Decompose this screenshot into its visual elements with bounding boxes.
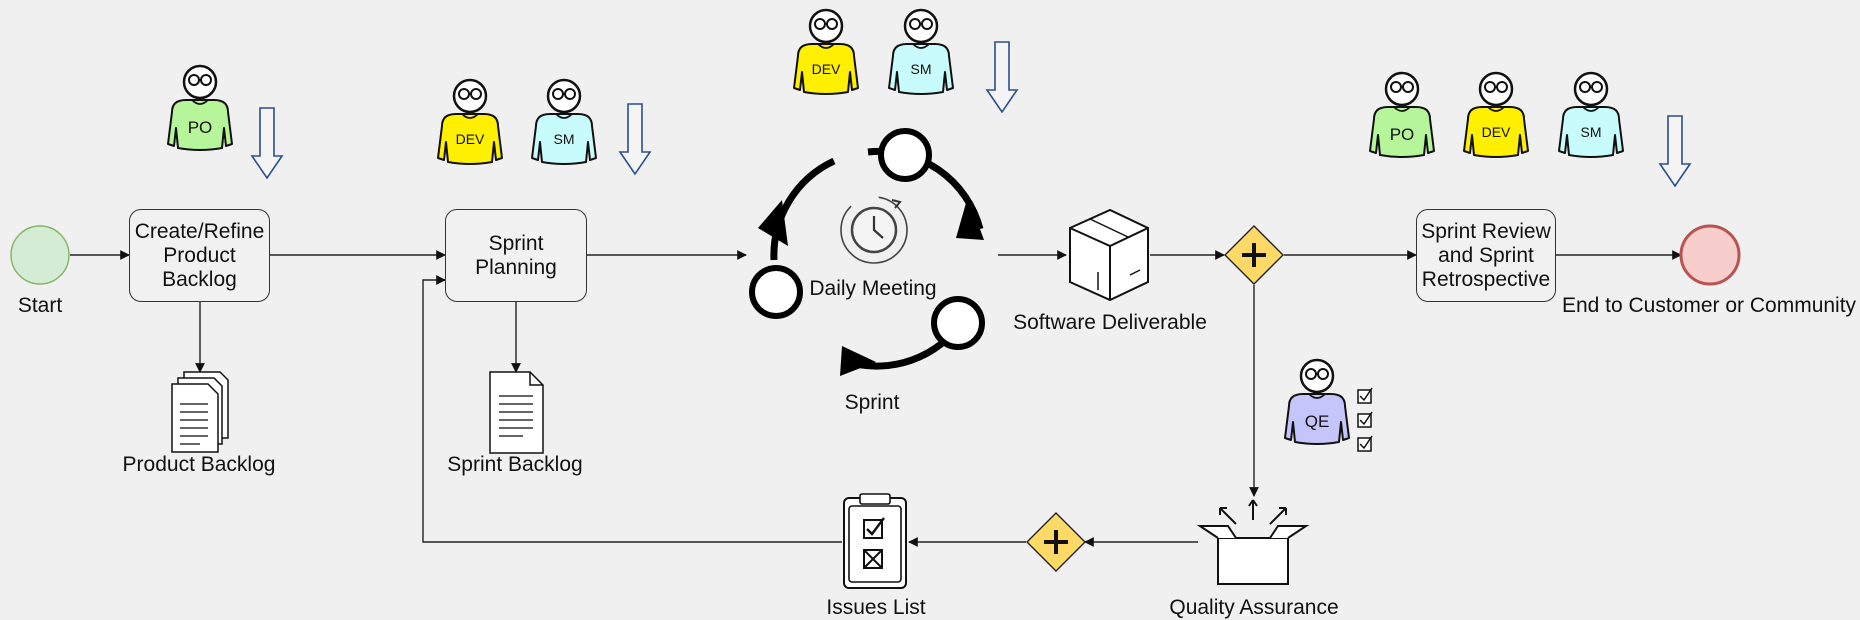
role-figure-sm: SM (1558, 71, 1624, 158)
issues-list-icon (843, 493, 907, 589)
task-label-line-1: Sprint Review (1421, 219, 1551, 243)
task-create-refine-product-backlog[interactable]: Create/Refine Product Backlog (129, 209, 270, 302)
role-figure-po: PO (167, 64, 233, 151)
task-sprint-review-retrospective[interactable]: Sprint Review and Sprint Retrospective (1416, 209, 1556, 302)
task-label-line-3: Retrospective (1421, 267, 1551, 291)
quality-assurance-icon (1196, 499, 1310, 585)
software-deliverable-icon (1069, 208, 1149, 302)
sprint-backlog-label: Sprint Backlog (447, 453, 583, 476)
sprint-label: Sprint (844, 391, 900, 414)
task-label-line-2: Planning (475, 255, 557, 279)
role-figure-po: PO (1369, 71, 1435, 158)
daily-meeting-label: Daily Meeting (809, 277, 937, 300)
role-figure-qe: QE (1284, 358, 1350, 445)
task-sprint-planning[interactable]: Sprint Planning (445, 209, 587, 302)
task-label-line-3: Backlog (162, 267, 237, 291)
role-figure-dev: DEV (1463, 71, 1529, 158)
down-arrow-icon (985, 41, 1019, 114)
down-arrow-icon (618, 103, 652, 176)
role-label: PO (188, 118, 213, 137)
role-figure-sm: SM (888, 8, 954, 95)
task-label-line-1: Create/Refine (134, 219, 265, 243)
role-label: QE (1305, 412, 1330, 431)
edge-issues-to-planning (422, 275, 842, 543)
task-label-line-2: Product (163, 243, 236, 267)
down-arrow-icon (250, 107, 284, 180)
start-label: Start (17, 294, 63, 317)
role-figures: PO DEV SM DEV SM PO DEV SM QE (167, 8, 1624, 445)
connectors (70, 250, 1682, 547)
issues-list-label: Issues List (826, 596, 926, 619)
gateway-parallel-2 (1026, 512, 1086, 572)
sprint-backlog-icon (489, 371, 544, 454)
role-label: SM (1581, 124, 1602, 140)
product-backlog-label: Product Backlog (122, 453, 276, 476)
end-label: End to Customer or Community (1561, 294, 1857, 317)
role-label: DEV (456, 131, 485, 147)
qa-checklist-icon (1357, 387, 1373, 452)
clock-icon (840, 196, 908, 264)
task-label-line-2: and Sprint (1438, 243, 1534, 267)
role-label: DEV (1482, 124, 1511, 140)
sprint-cycle (749, 128, 985, 376)
role-figure-dev: DEV (793, 8, 859, 95)
end-event (1679, 224, 1741, 286)
gateway-parallel-1 (1224, 225, 1284, 285)
down-arrows (250, 41, 1692, 188)
quality-assurance-label: Quality Assurance (1169, 596, 1339, 619)
start-event (10, 225, 70, 285)
role-label: DEV (812, 61, 841, 77)
role-figure-sm: SM (531, 78, 597, 165)
down-arrow-icon (1658, 115, 1692, 188)
role-label: SM (554, 131, 575, 147)
role-figure-dev: DEV (437, 78, 503, 165)
task-label-line-1: Sprint (488, 231, 544, 255)
role-label: PO (1390, 125, 1415, 144)
product-backlog-icon (171, 371, 229, 453)
software-deliverable-label: Software Deliverable (1013, 311, 1207, 334)
role-label: SM (911, 61, 932, 77)
